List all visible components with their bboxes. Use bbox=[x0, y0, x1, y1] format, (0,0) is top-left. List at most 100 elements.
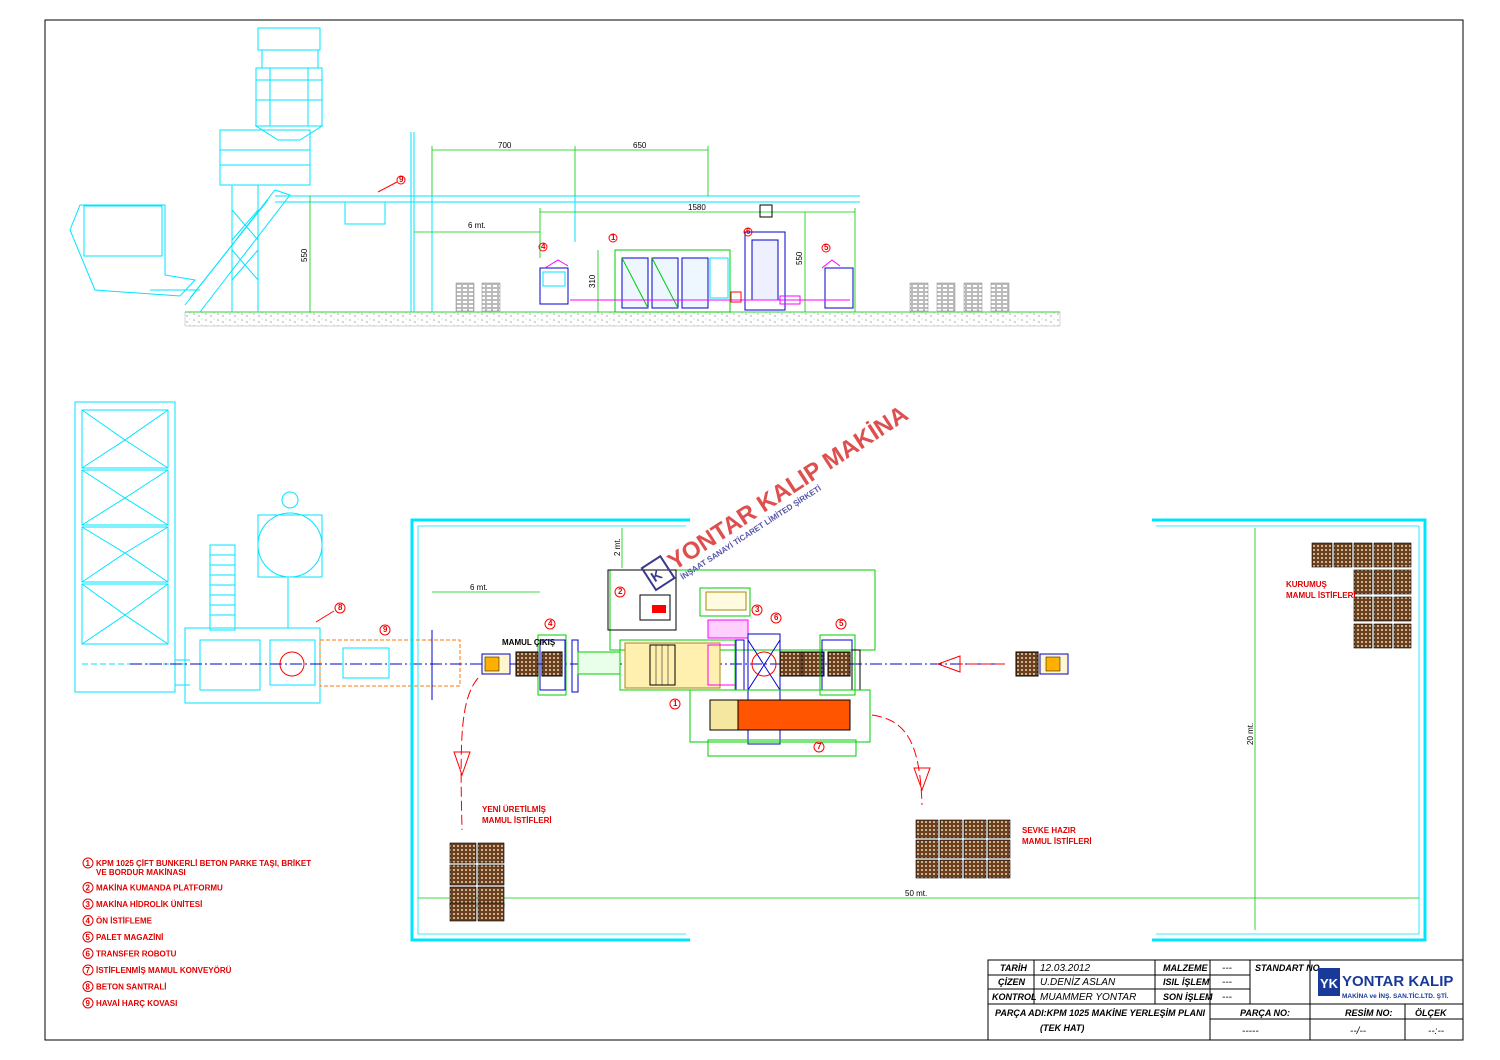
tb-tarih: 12.03.2012 bbox=[1040, 963, 1090, 974]
legend-item-continued: VE BORDUR MAKİNASI bbox=[96, 868, 186, 877]
legend-number: 5 bbox=[86, 933, 91, 942]
label-kurumus-2: MAMUL İSTİFLERİ bbox=[1286, 591, 1356, 600]
legend-marker bbox=[82, 948, 94, 959]
watermark: K YONTAR KALIP MAKİNA İNŞAAT SANAYİ TİCA… bbox=[640, 400, 913, 592]
ready-shipment-stacks bbox=[915, 819, 1011, 879]
side-callouts bbox=[377, 175, 831, 253]
tb-son: --- bbox=[1222, 992, 1233, 1003]
legend-item: KPM 1025 ÇİFT BUNKERLİ BETON PARKE TAŞI,… bbox=[96, 859, 311, 868]
tb-son-label: SON İŞLEM bbox=[1163, 992, 1213, 1002]
building-walls bbox=[410, 518, 1427, 942]
side-dim-550-left: 550 bbox=[300, 248, 309, 262]
company-logo: YK bbox=[1318, 968, 1340, 996]
side-dim-550-right: 550 bbox=[795, 251, 804, 265]
legend-number: 9 bbox=[86, 999, 91, 1008]
tb-resim-no: --/-- bbox=[1350, 1026, 1367, 1037]
side-callout-5: 5 bbox=[824, 243, 829, 252]
plan-callout-4: 4 bbox=[548, 619, 553, 628]
plan-view: 6 mt. 2 mt. 20 mt. 50 mt. 8 9 4 2 3 6 5 … bbox=[74, 401, 1427, 942]
overhead-rail bbox=[275, 132, 860, 312]
side-dimensions bbox=[309, 146, 856, 312]
legend-number: 4 bbox=[86, 917, 91, 926]
batching-plant bbox=[69, 129, 311, 313]
legend-marker bbox=[82, 981, 94, 992]
tb-olcek: --:-- bbox=[1428, 1026, 1445, 1037]
tb-parca-adi: PARÇA ADI:KPM 1025 MAKİNE YERLEŞİM PLANI bbox=[995, 1008, 1206, 1018]
company-subtitle: MAKİNA ve İNŞ. SAN.TİC.LTD. ŞTİ. bbox=[1342, 992, 1449, 1000]
ground bbox=[184, 311, 1061, 327]
side-dim-6mt: 6 mt. bbox=[468, 221, 486, 230]
new-product-stacks bbox=[449, 842, 505, 922]
drawing-frame bbox=[44, 19, 1464, 1041]
production-line bbox=[481, 569, 1069, 757]
tb-kontrol-label: KONTROL bbox=[992, 992, 1037, 1002]
aggregate-bins bbox=[74, 401, 190, 693]
label-sevke-2: MAMUL İSTİFLERİ bbox=[1022, 837, 1092, 846]
batching-plant-plan bbox=[184, 491, 323, 704]
legend-item: İSTİFLENMİŞ MAMUL KONVEYÖRÜ bbox=[96, 966, 232, 975]
legend-number: 8 bbox=[86, 983, 91, 992]
side-dim-1580: 1580 bbox=[688, 203, 706, 212]
side-view: 700 650 1580 6 mt. 550 310 550 bbox=[69, 27, 1061, 327]
side-callout-6: 6 bbox=[746, 227, 751, 236]
tb-isil: --- bbox=[1222, 977, 1233, 988]
legend-item: ÖN İSTİFLEME bbox=[96, 917, 153, 926]
side-pallet-stacks bbox=[455, 282, 1010, 312]
tb-parca-no: ----- bbox=[1242, 1026, 1259, 1037]
legend-marker bbox=[82, 964, 94, 976]
plan-callout-3: 3 bbox=[755, 605, 760, 614]
dried-product-stacks bbox=[1311, 542, 1412, 649]
legend-item: TRANSFER ROBOTU bbox=[96, 950, 177, 959]
plan-callout-7: 7 bbox=[817, 742, 822, 751]
side-dim-650: 650 bbox=[633, 141, 647, 150]
company-name: YONTAR KALIP bbox=[1342, 973, 1453, 990]
tb-malzeme-label: MALZEME bbox=[1163, 963, 1208, 973]
tb-cizen-label: ÇİZEN bbox=[998, 977, 1026, 987]
plan-dim-6mt: 6 mt. bbox=[470, 583, 488, 592]
plan-callout-1: 1 bbox=[673, 699, 678, 708]
plan-callout-5: 5 bbox=[839, 619, 844, 628]
legend: 1 KPM 1025 ÇİFT BUNKERLİ BETON PARKE TAŞI… bbox=[82, 857, 311, 1009]
title-block-text: TARİH 12.03.2012 ÇİZEN U.DENİZ ASLAN KON… bbox=[992, 963, 1453, 1037]
tb-isil-label: ISIL İŞLEM bbox=[1163, 977, 1210, 987]
plan-dimensions bbox=[418, 528, 1419, 930]
tb-kontrol: MUAMMER YONTAR bbox=[1040, 992, 1136, 1003]
legend-number: 7 bbox=[86, 966, 91, 975]
plan-dim-2mt: 2 mt. bbox=[613, 538, 622, 556]
flow-arrows bbox=[453, 655, 1005, 831]
legend-marker bbox=[82, 997, 94, 1009]
legend-item: PALET MAGAZİNİ bbox=[96, 933, 163, 942]
legend-marker bbox=[82, 931, 94, 943]
plan-callout-6: 6 bbox=[774, 613, 779, 622]
silo bbox=[254, 27, 324, 141]
plan-dim-50mt: 50 mt. bbox=[905, 889, 927, 898]
plan-callouts bbox=[315, 586, 847, 753]
legend-number: 3 bbox=[86, 900, 91, 909]
legend-marker bbox=[82, 898, 94, 910]
label-kurumus-1: KURUMUŞ bbox=[1286, 580, 1328, 589]
watermark-title: YONTAR KALIP MAKİNA bbox=[663, 400, 913, 575]
legend-item: BETON SANTRALİ bbox=[96, 983, 167, 992]
tb-standart-label: STANDART NO bbox=[1255, 963, 1320, 973]
legend-number: 1 bbox=[86, 859, 91, 868]
legend-number: 6 bbox=[86, 950, 91, 959]
label-yeni-1: YENİ ÜRETİLMİŞ bbox=[482, 805, 547, 814]
tb-malzeme: --- bbox=[1222, 963, 1233, 974]
plan-dim-20mt: 20 mt. bbox=[1246, 723, 1255, 745]
legend-marker bbox=[82, 882, 94, 893]
wall-inner bbox=[417, 525, 1420, 935]
label-sevke-1: SEVKE HAZIR bbox=[1022, 826, 1076, 835]
side-machines bbox=[539, 204, 854, 313]
legend-marker bbox=[82, 857, 94, 869]
tb-resim-no-label: RESİM NO: bbox=[1345, 1008, 1393, 1018]
side-callout-9: 9 bbox=[399, 175, 404, 184]
side-callout-4: 4 bbox=[541, 242, 546, 251]
title-block bbox=[987, 959, 1464, 1041]
label-yeni-2: MAMUL İSTİFLERİ bbox=[482, 816, 552, 825]
tb-cizen: U.DENİZ ASLAN bbox=[1040, 976, 1116, 988]
tb-parca-no-label: PARÇA NO: bbox=[1240, 1008, 1290, 1018]
tb-parca-adi2: (TEK HAT) bbox=[1040, 1023, 1084, 1033]
plan-callout-2: 2 bbox=[618, 587, 623, 596]
label-mamul-cikis: MAMUL ÇIKIŞ bbox=[502, 638, 556, 647]
